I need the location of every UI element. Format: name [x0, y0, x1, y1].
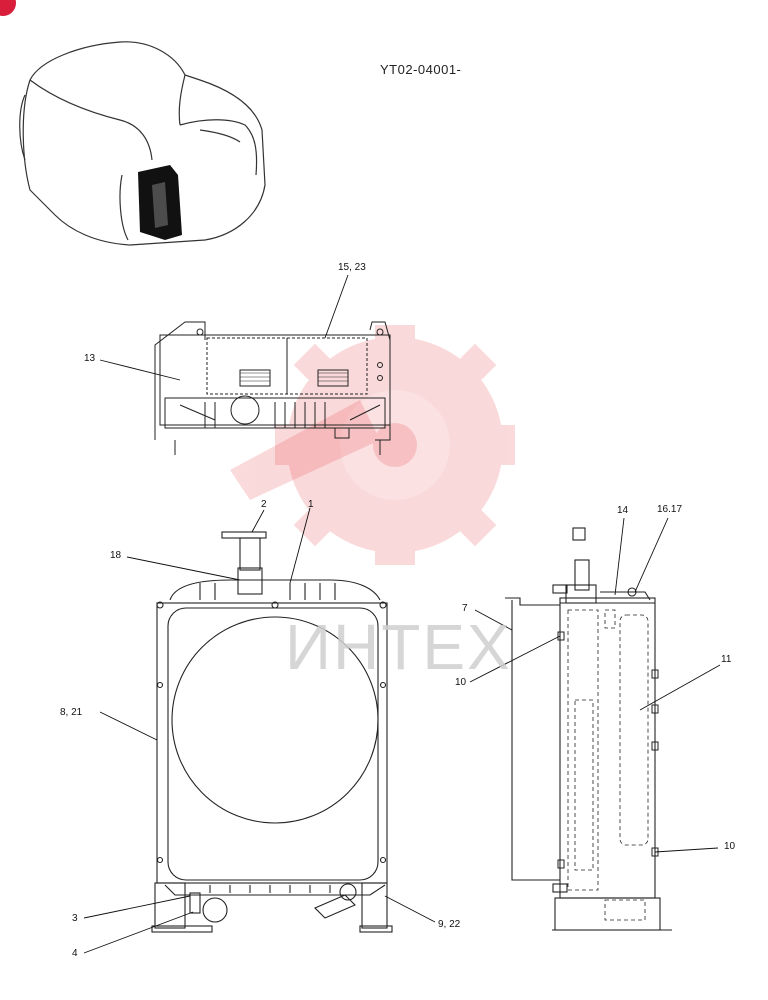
- callout-4: 4: [72, 948, 78, 959]
- callout-7: 7: [462, 603, 468, 614]
- machine-thumbnail-highlight: [138, 165, 182, 240]
- callout-1: 1: [308, 499, 314, 510]
- radiator-side-view-hidden: [567, 609, 649, 921]
- callout-8-21: 8, 21: [60, 707, 83, 718]
- corner-badge: [0, 0, 16, 16]
- radiator-top-view: [154, 321, 391, 455]
- machine-thumbnail: [19, 41, 266, 246]
- radiator-front-view: [151, 531, 393, 933]
- callout-16-17: 16.17: [657, 504, 683, 515]
- callout-18: 18: [110, 550, 122, 561]
- document-code: YT02-04001-: [380, 62, 462, 77]
- radiator-top-view-grilles: [240, 372, 348, 382]
- callout-10-upper: 10: [455, 677, 467, 688]
- radiator-side-view-bolts: [557, 631, 659, 869]
- watermark-gear-logo: [275, 325, 515, 565]
- callout-9-22: 9, 22: [438, 919, 461, 930]
- callout-3: 3: [72, 913, 78, 924]
- watermark-text: ИНТЕХ: [285, 611, 512, 683]
- callout-2: 2: [261, 499, 267, 510]
- watermark-gear-inner: [340, 390, 450, 500]
- radiator-side-view: [505, 527, 672, 931]
- callout-13: 13: [84, 353, 96, 364]
- callout-15-23: 15, 23: [338, 262, 366, 273]
- callout-10-lower: 10: [724, 841, 736, 852]
- callout-14: 14: [617, 505, 629, 516]
- leader-lines: [83, 274, 721, 954]
- callout-11: 11: [721, 654, 732, 665]
